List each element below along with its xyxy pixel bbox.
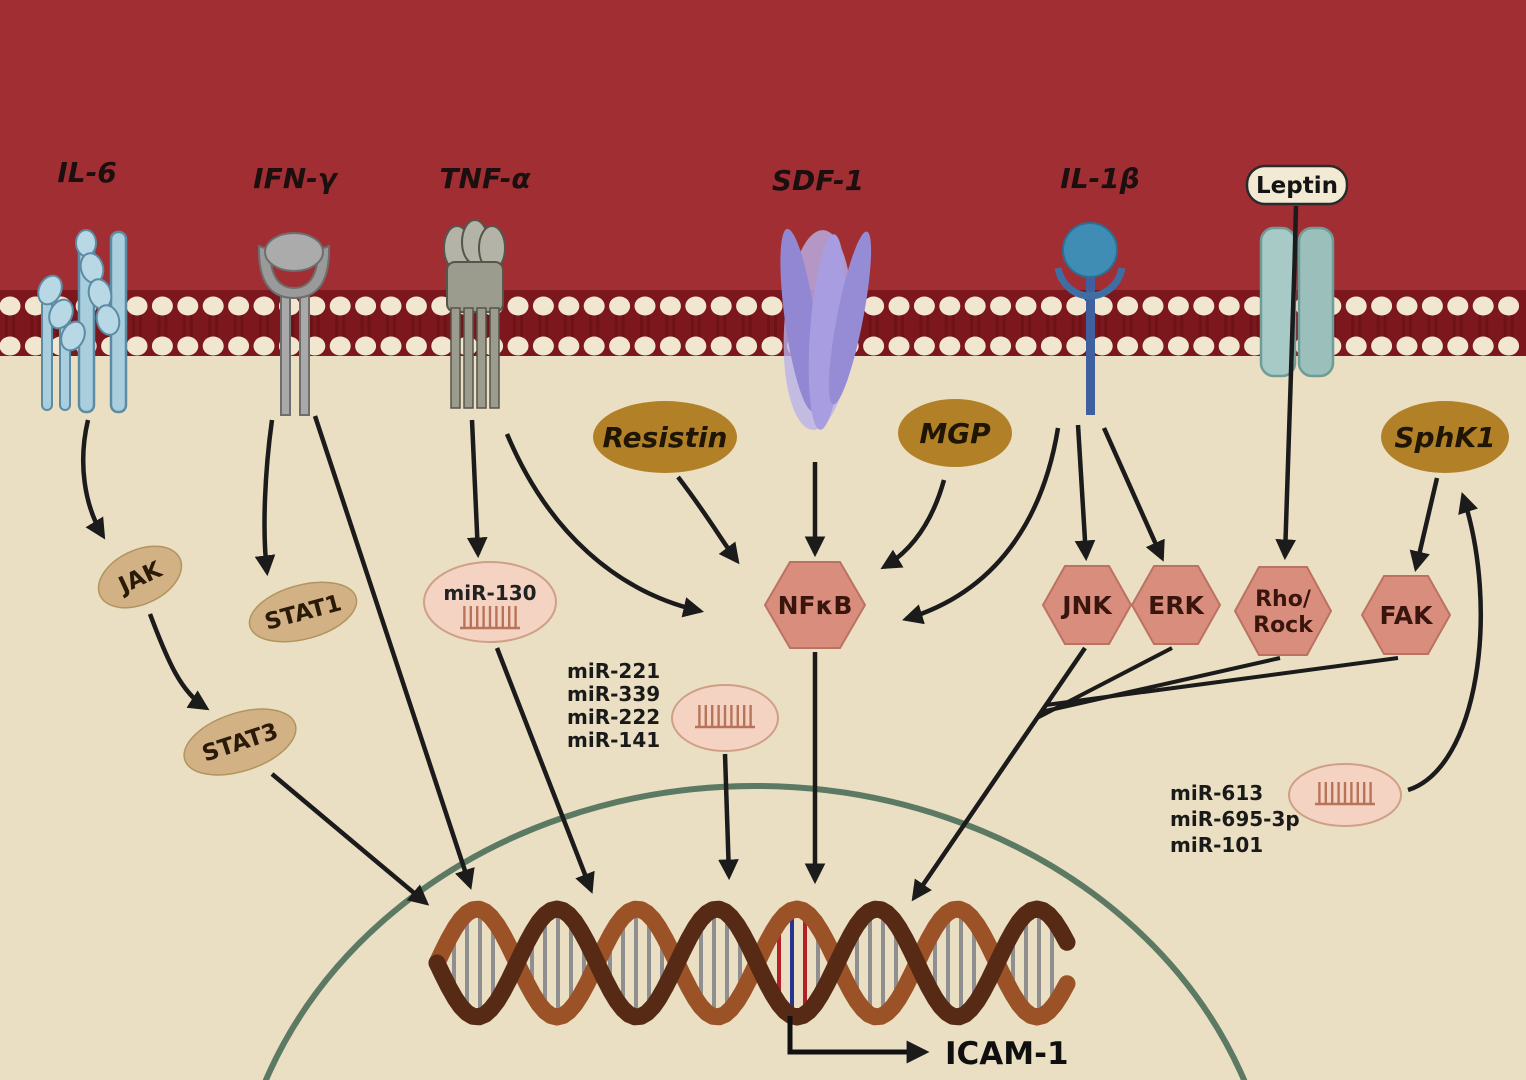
node-fak: FAK [1360,575,1452,655]
mir-right-1: miR-613 [1170,781,1263,805]
dna-helix-icon [428,900,1076,1026]
mir-left-3: miR-222 [567,705,660,729]
arrow-sphk1-to-fak [1409,477,1440,573]
label-il1b: IL-1β [1060,162,1139,195]
label-resistin: Resistin [602,421,727,454]
arrow-il6-to-jak [80,419,106,540]
tnfa-receptor-icon [443,219,506,409]
il6-receptor-icon [37,229,128,414]
mir-right-2: miR-695-3p [1170,807,1300,831]
ifng-receptor-icon [257,232,331,416]
nucleus [262,783,1248,1080]
mir-group-left: miR-221 miR-339 miR-222 miR-141 [567,659,779,752]
node-mir130: miR-130 [423,561,557,643]
node-mgp: MGP [898,399,1012,467]
arrow-mir-right-to-sphk1 [1407,492,1483,793]
node-resistin: Resistin [593,401,737,473]
mir-right-3: miR-101 [1170,833,1263,857]
arrow-stat3-to-dna [270,772,430,906]
label-mgp: MGP [919,417,991,450]
leptin-label-box: Leptin [1245,164,1349,206]
node-jak: JAK [97,545,183,609]
arrow-mir130-to-dna [494,647,595,894]
arrow-ifng-to-dna [312,415,475,890]
arrow-tnfa-to-mir130 [466,419,488,559]
label-ifng: IFN-γ [253,162,339,195]
arrow-il1b-to-jnk [1074,424,1096,562]
mir-right-seed-marks [1315,782,1375,806]
arrow-kinases-to-dna [911,646,1087,902]
label-sdf1: SDF-1 [772,164,864,197]
mir-left-2: miR-339 [567,682,660,706]
mir-left-4: miR-141 [567,728,660,752]
label-il6: IL-6 [57,156,116,189]
mir130-seed-marks [460,606,520,630]
label-rock: Rock [1253,613,1314,638]
leptin-receptor-icon [1259,226,1335,378]
label-leptin: Leptin [1256,173,1338,199]
arrow-mgp-to-nfkb [880,479,947,570]
arrow-mir-left-to-dna [718,753,739,881]
node-stat1: STAT1 [248,581,358,643]
label-mir130: miR-130 [443,581,536,605]
label-icam1: ICAM-1 [945,1036,1069,1072]
mir-group-right: miR-613 miR-695-3p miR-101 [1170,763,1402,857]
arrow-ifng-to-stat1 [254,419,276,577]
node-stat3: STAT3 [183,708,297,776]
promoter-arrow [787,1016,930,1064]
arrow-jak-to-stat3 [147,613,210,711]
node-erk: ERK [1130,565,1222,645]
label-tnfa: TNF-α [439,162,531,195]
line-fak-join [1045,656,1399,707]
label-erk: ERK [1148,591,1205,620]
node-jnk: JNK [1041,565,1133,645]
label-jnk: JNK [1060,591,1113,620]
il1b-receptor-icon [1054,222,1126,415]
label-fak: FAK [1380,601,1435,630]
arrow-resistin-to-nfkb [676,475,740,565]
mir-left-1: miR-221 [567,659,660,683]
arrow-il1b-to-nfkb [902,427,1061,625]
arrow-tnfa-to-nfkb [504,433,705,618]
label-rho: Rho/ [1255,587,1312,612]
arrow-leptin-to-rhorock [1275,205,1299,561]
node-nfkb: NFκB [763,561,867,649]
label-sphk1: SphK1 [1394,421,1495,454]
label-nfkb: NFκB [778,591,853,620]
sdf1-receptor-icon [780,228,872,430]
line-rhorock-join [1040,656,1281,714]
mir-left-seed-marks [695,705,755,729]
node-sphk1: SphK1 [1381,401,1509,473]
arrow-il1b-to-erk [1101,427,1165,562]
node-rho-rock: Rho/ Rock [1233,566,1333,656]
cell-membrane [0,290,1526,356]
